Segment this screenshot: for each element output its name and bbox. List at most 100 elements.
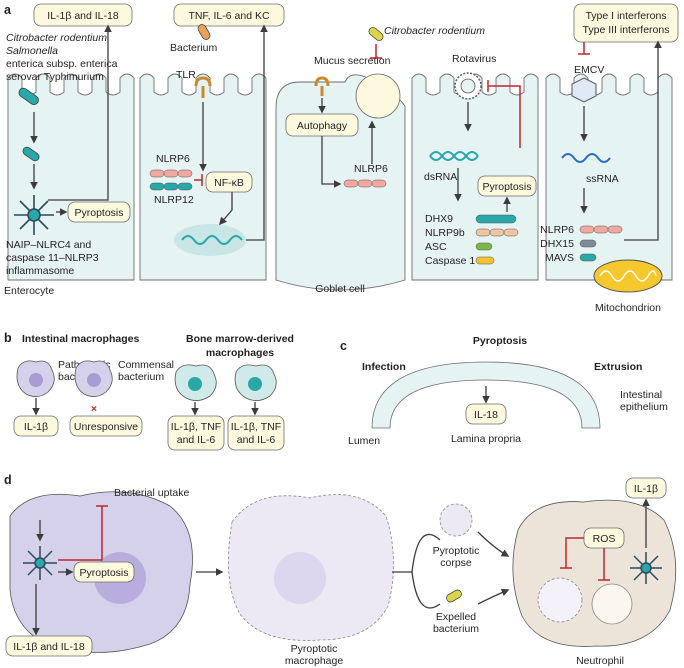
caspase1-label: Caspase 1 <box>425 255 475 267</box>
rotavirus-label: Rotavirus <box>452 53 496 65</box>
il1b-il18-label: IL-1β and IL-18 <box>47 10 119 22</box>
interferon-label-2: Type III interferons <box>583 24 670 36</box>
nfkb-box <box>205 171 253 193</box>
citrobacter-label-2: Citrobacter rodentium <box>384 25 485 37</box>
out-box-d <box>5 635 93 657</box>
nlrp12-label: NLRP12 <box>154 194 194 206</box>
interferon-label-1: Type I interferons <box>585 10 666 22</box>
dhx9-label: DHX9 <box>425 213 453 225</box>
nlrp6-r-protein <box>579 225 623 234</box>
expelled-label-1: Expelled <box>436 611 476 623</box>
il18-box-c <box>465 403 507 425</box>
pathogen-citrobacter: Citrobacter rodentium <box>6 32 107 44</box>
goblet-label: Goblet cell <box>315 283 365 295</box>
enterocyte-label: Enterocyte <box>4 285 54 297</box>
inflammasome-d-icon <box>23 546 57 580</box>
bm-macrophage-icon-2 <box>234 364 277 401</box>
mucus-granule <box>355 73 401 119</box>
il18-label-c: IL-18 <box>474 409 498 421</box>
panel-c-letter: c <box>340 339 347 353</box>
epithelium-arch <box>371 361 601 429</box>
bm-box-1 <box>167 415 225 451</box>
nlrp6-goblet-label: NLRP6 <box>354 163 388 175</box>
nlrp6-label: NLRP6 <box>156 153 190 165</box>
pathogen-serovar: serovar Typhimurium <box>6 71 104 83</box>
extrusion-label: Extrusion <box>594 361 642 373</box>
nlrp9b-protein <box>475 228 519 237</box>
ros-label: ROS <box>593 533 616 545</box>
emcv-cell <box>545 73 673 281</box>
expelled-bacterium-icon <box>446 589 462 603</box>
pm-label-1: Pyroptotic <box>291 643 338 655</box>
commensal-label-2: bacterium <box>118 371 164 383</box>
bm-label-1a: IL-1β, TNF <box>171 421 221 433</box>
lumen-label: Lumen <box>348 435 380 447</box>
panel-b-title-left: Intestinal macrophages <box>22 333 139 345</box>
bm-label-2a: IL-1β, TNF <box>231 421 281 433</box>
ssrna-label: ssRNA <box>586 173 619 185</box>
bm-box-2 <box>227 415 285 451</box>
pathogen-salmonella: Salmonella <box>6 45 58 57</box>
corpse-label-1: Pyroptotic <box>433 545 480 557</box>
tlr-label: TLR <box>176 69 196 81</box>
autophagy-label: Autophagy <box>297 120 348 132</box>
pyroptotic-corpse-icon <box>439 503 473 537</box>
pyroptosis-label-a2: Pyroptosis <box>482 181 531 193</box>
bacterium-label: Bacterium <box>170 42 218 54</box>
receptor-icon <box>314 76 330 87</box>
asc-protein <box>475 242 493 251</box>
nlrp9b-label: NLRP9b <box>425 227 465 239</box>
panel-b-letter: b <box>4 331 12 345</box>
panel-b-title-right-2: macrophages <box>206 347 274 359</box>
out-label-d: IL-1β and IL-18 <box>13 641 85 653</box>
nfkb-label: NF-κB <box>214 177 244 189</box>
interferon-box <box>573 3 679 43</box>
bm-macrophage-icon-1 <box>174 364 217 401</box>
commensal-label-1: Commensal <box>118 359 174 371</box>
nlrp6-goblet-protein <box>343 179 387 188</box>
phagosome-2 <box>591 583 633 625</box>
tlr-icon <box>194 76 212 87</box>
nucleus-a2 <box>174 224 246 256</box>
inflammasome-label-3: inflammasome <box>6 265 74 277</box>
pathogen-enterica: enterica subsp. enterica <box>6 58 118 70</box>
pyroptosis-label-d: Pyroptosis <box>79 567 128 579</box>
pyroptotic-nucleus <box>274 552 326 604</box>
il1b-label-b: IL-1β <box>24 421 48 433</box>
pyroptosis-box-a2 <box>477 175 537 197</box>
nlrp6-label-r: NLRP6 <box>540 224 574 236</box>
panel-d-letter: d <box>4 473 12 487</box>
dhx15-protein <box>579 239 597 248</box>
panel-a-letter: a <box>4 3 12 17</box>
mavs-protein <box>579 253 597 262</box>
nlrp6-protein <box>149 169 193 178</box>
il1b-il18-box <box>33 3 133 27</box>
nlrp12-protein <box>149 182 193 191</box>
bacterium-orange-icon <box>197 24 211 40</box>
pyroptosis-box-d <box>73 561 135 583</box>
panel-b-title-right-1: Bone marrow-derived <box>186 333 294 345</box>
pyroptosis-label-a: Pyroptosis <box>74 207 123 219</box>
pyroptosis-box-a <box>67 201 131 223</box>
emcv-icon <box>571 77 597 103</box>
unresponsive-cross: × <box>91 403 97 415</box>
expelled-label-2: bacterium <box>433 623 479 635</box>
macrophage-icon-1 <box>16 360 55 397</box>
bm-label-1b: and IL-6 <box>177 434 216 446</box>
mitochondrion-icon <box>593 259 663 293</box>
asc-label: ASC <box>425 241 447 253</box>
bm-label-2b: and IL-6 <box>237 434 276 446</box>
il1b-box-d <box>625 477 667 499</box>
ssrna-icon <box>561 153 611 163</box>
phagosome-1 <box>537 577 583 623</box>
unresponsive-box <box>69 415 143 437</box>
inflammasome-label-1: NAIP–NLRC4 and <box>6 239 91 251</box>
tnf-label: TNF, IL-6 and KC <box>188 10 270 22</box>
mitochondrion-label: Mitochondrion <box>595 302 661 314</box>
mavs-label: MAVS <box>545 252 574 264</box>
emcv-label: EMCV <box>574 64 604 76</box>
unresponsive-label: Unresponsive <box>74 421 138 433</box>
dhx15-label: DHX15 <box>540 238 574 250</box>
mucus-label: Mucus secretion <box>314 55 391 67</box>
